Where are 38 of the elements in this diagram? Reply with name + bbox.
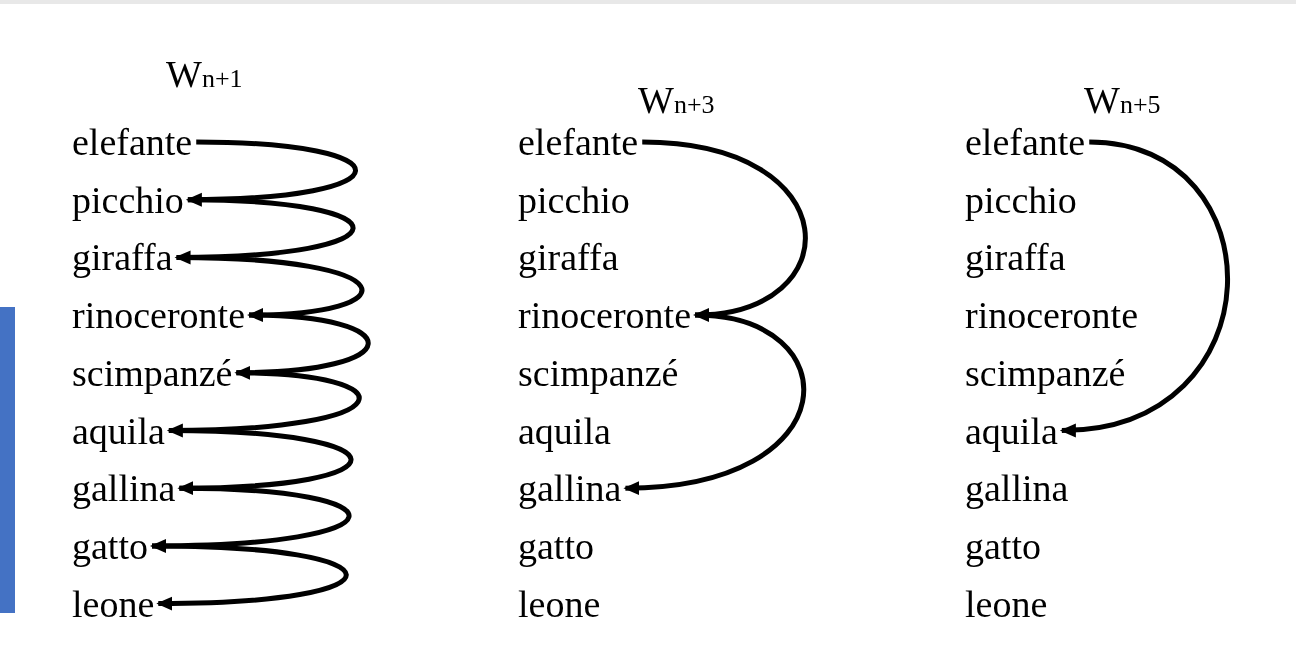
word-text: elefante xyxy=(72,120,193,164)
word-text: giraffa xyxy=(72,235,173,280)
word-text: picchio xyxy=(518,177,630,222)
word-text: gatto xyxy=(965,523,1041,568)
curved-arrow xyxy=(1059,139,1230,436)
word-text: gatto xyxy=(72,523,148,568)
word-text: scimpanzé xyxy=(72,350,233,395)
word-text: leone xyxy=(965,581,1048,626)
word-text: giraffa xyxy=(965,235,1066,280)
word-text: gatto xyxy=(518,523,594,568)
curved-arrow xyxy=(642,139,808,321)
curved-arrow xyxy=(174,197,356,265)
curved-arrow xyxy=(176,254,364,322)
curved-arrow xyxy=(623,312,806,495)
word-text: aquila xyxy=(965,408,1058,453)
word-text: elefante xyxy=(518,120,639,164)
word-text: rinoceronte xyxy=(72,293,246,338)
curved-arrow xyxy=(150,485,351,553)
word-text: rinoceronte xyxy=(965,293,1139,338)
word-text: rinoceronte xyxy=(518,293,692,338)
word-text: gallina xyxy=(965,466,1069,511)
curved-arrow xyxy=(234,312,371,380)
curved-arrow xyxy=(151,543,349,611)
word-text: picchio xyxy=(72,177,184,222)
word-text: leone xyxy=(72,581,155,626)
word-text: aquila xyxy=(518,408,611,453)
word-text: giraffa xyxy=(518,235,619,280)
word-text: aquila xyxy=(72,408,165,453)
curved-arrow xyxy=(168,428,353,495)
word-text: leone xyxy=(518,581,601,626)
word-text: picchio xyxy=(965,177,1077,222)
curved-arrow xyxy=(166,370,361,438)
curved-arrow xyxy=(185,139,358,207)
word-text: scimpanzé xyxy=(518,350,679,395)
word-text: scimpanzé xyxy=(965,350,1126,395)
word-text: elefante xyxy=(965,120,1086,164)
word-text: gallina xyxy=(518,466,622,511)
word-text: gallina xyxy=(72,466,176,511)
